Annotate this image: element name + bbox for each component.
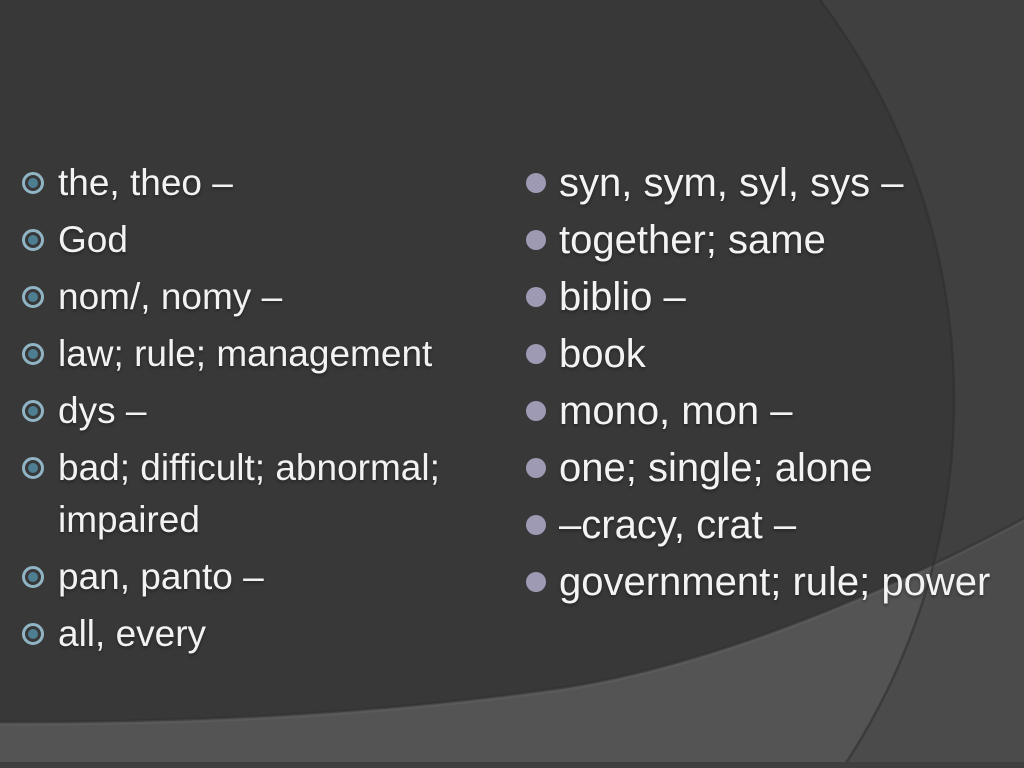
list-item: nom/, nomy – — [22, 271, 502, 323]
swoosh-edge-line — [0, 516, 1024, 724]
list-item-text: God — [58, 219, 128, 260]
dot-bullet-icon — [526, 287, 546, 307]
dot-bullet-icon — [526, 458, 546, 478]
list-item-text: syn, sym, syl, sys – — [559, 161, 904, 205]
bullseye-bullet-icon — [22, 566, 44, 588]
list-item-text: together; same — [559, 218, 826, 262]
dot-bullet-icon — [526, 401, 546, 421]
bullseye-bullet-icon — [22, 172, 44, 194]
list-item-text: book — [559, 332, 646, 376]
dot-bullet-icon — [526, 173, 546, 193]
list-item-text: law; rule; management — [58, 333, 433, 374]
bullseye-bullet-icon — [22, 343, 44, 365]
list-item: God — [22, 214, 502, 266]
list-item: the, theo – — [22, 157, 502, 209]
list-item-text: biblio – — [559, 275, 686, 319]
list-item-text: government; rule; power — [559, 560, 991, 604]
list-item: mono, mon – — [526, 385, 1018, 437]
bullseye-bullet-icon — [22, 286, 44, 308]
right-bullet-list: syn, sym, syl, sys – together; same bibl… — [526, 157, 1018, 613]
circle-arc-line — [818, 0, 956, 768]
list-item: law; rule; management — [22, 328, 502, 380]
dot-bullet-icon — [526, 515, 546, 535]
list-item: bad; difficult; abnormal; impaired — [22, 442, 502, 546]
list-item-text: dys – — [58, 390, 147, 431]
list-item-text: all, every — [58, 613, 207, 654]
list-item: –cracy, crat – — [526, 499, 1018, 551]
bottom-strip — [0, 762, 1024, 768]
list-item: dys – — [22, 385, 502, 437]
list-item: biblio – — [526, 271, 1018, 323]
background-swoosh-inner — [0, 518, 954, 768]
list-item-text: the, theo – — [58, 162, 233, 203]
list-item: pan, panto – — [22, 551, 502, 603]
dot-bullet-icon — [526, 344, 546, 364]
background-circle — [0, 0, 954, 768]
bullseye-bullet-icon — [22, 229, 44, 251]
dot-bullet-icon — [526, 230, 546, 250]
bullseye-bullet-icon — [22, 400, 44, 422]
list-item-text: bad; difficult; abnormal; impaired — [58, 447, 440, 540]
list-item-text: one; single; alone — [559, 446, 873, 490]
list-item-text: mono, mon – — [559, 389, 793, 433]
dot-bullet-icon — [526, 572, 546, 592]
list-item-text: nom/, nomy – — [58, 276, 283, 317]
list-item-text: –cracy, crat – — [559, 503, 797, 547]
list-item: book — [526, 328, 1018, 380]
list-item: government; rule; power — [526, 556, 1018, 608]
bullseye-bullet-icon — [22, 457, 44, 479]
bullseye-bullet-icon — [22, 623, 44, 645]
list-item: syn, sym, syl, sys – — [526, 157, 1018, 209]
left-bullet-list: the, theo – God nom/, nomy – law; rule; … — [22, 157, 502, 665]
list-item: one; single; alone — [526, 442, 1018, 494]
list-item: together; same — [526, 214, 1018, 266]
list-item: all, every — [22, 608, 502, 660]
swoosh-edge-highlight — [0, 520, 1024, 726]
list-item-text: pan, panto – — [58, 556, 264, 597]
